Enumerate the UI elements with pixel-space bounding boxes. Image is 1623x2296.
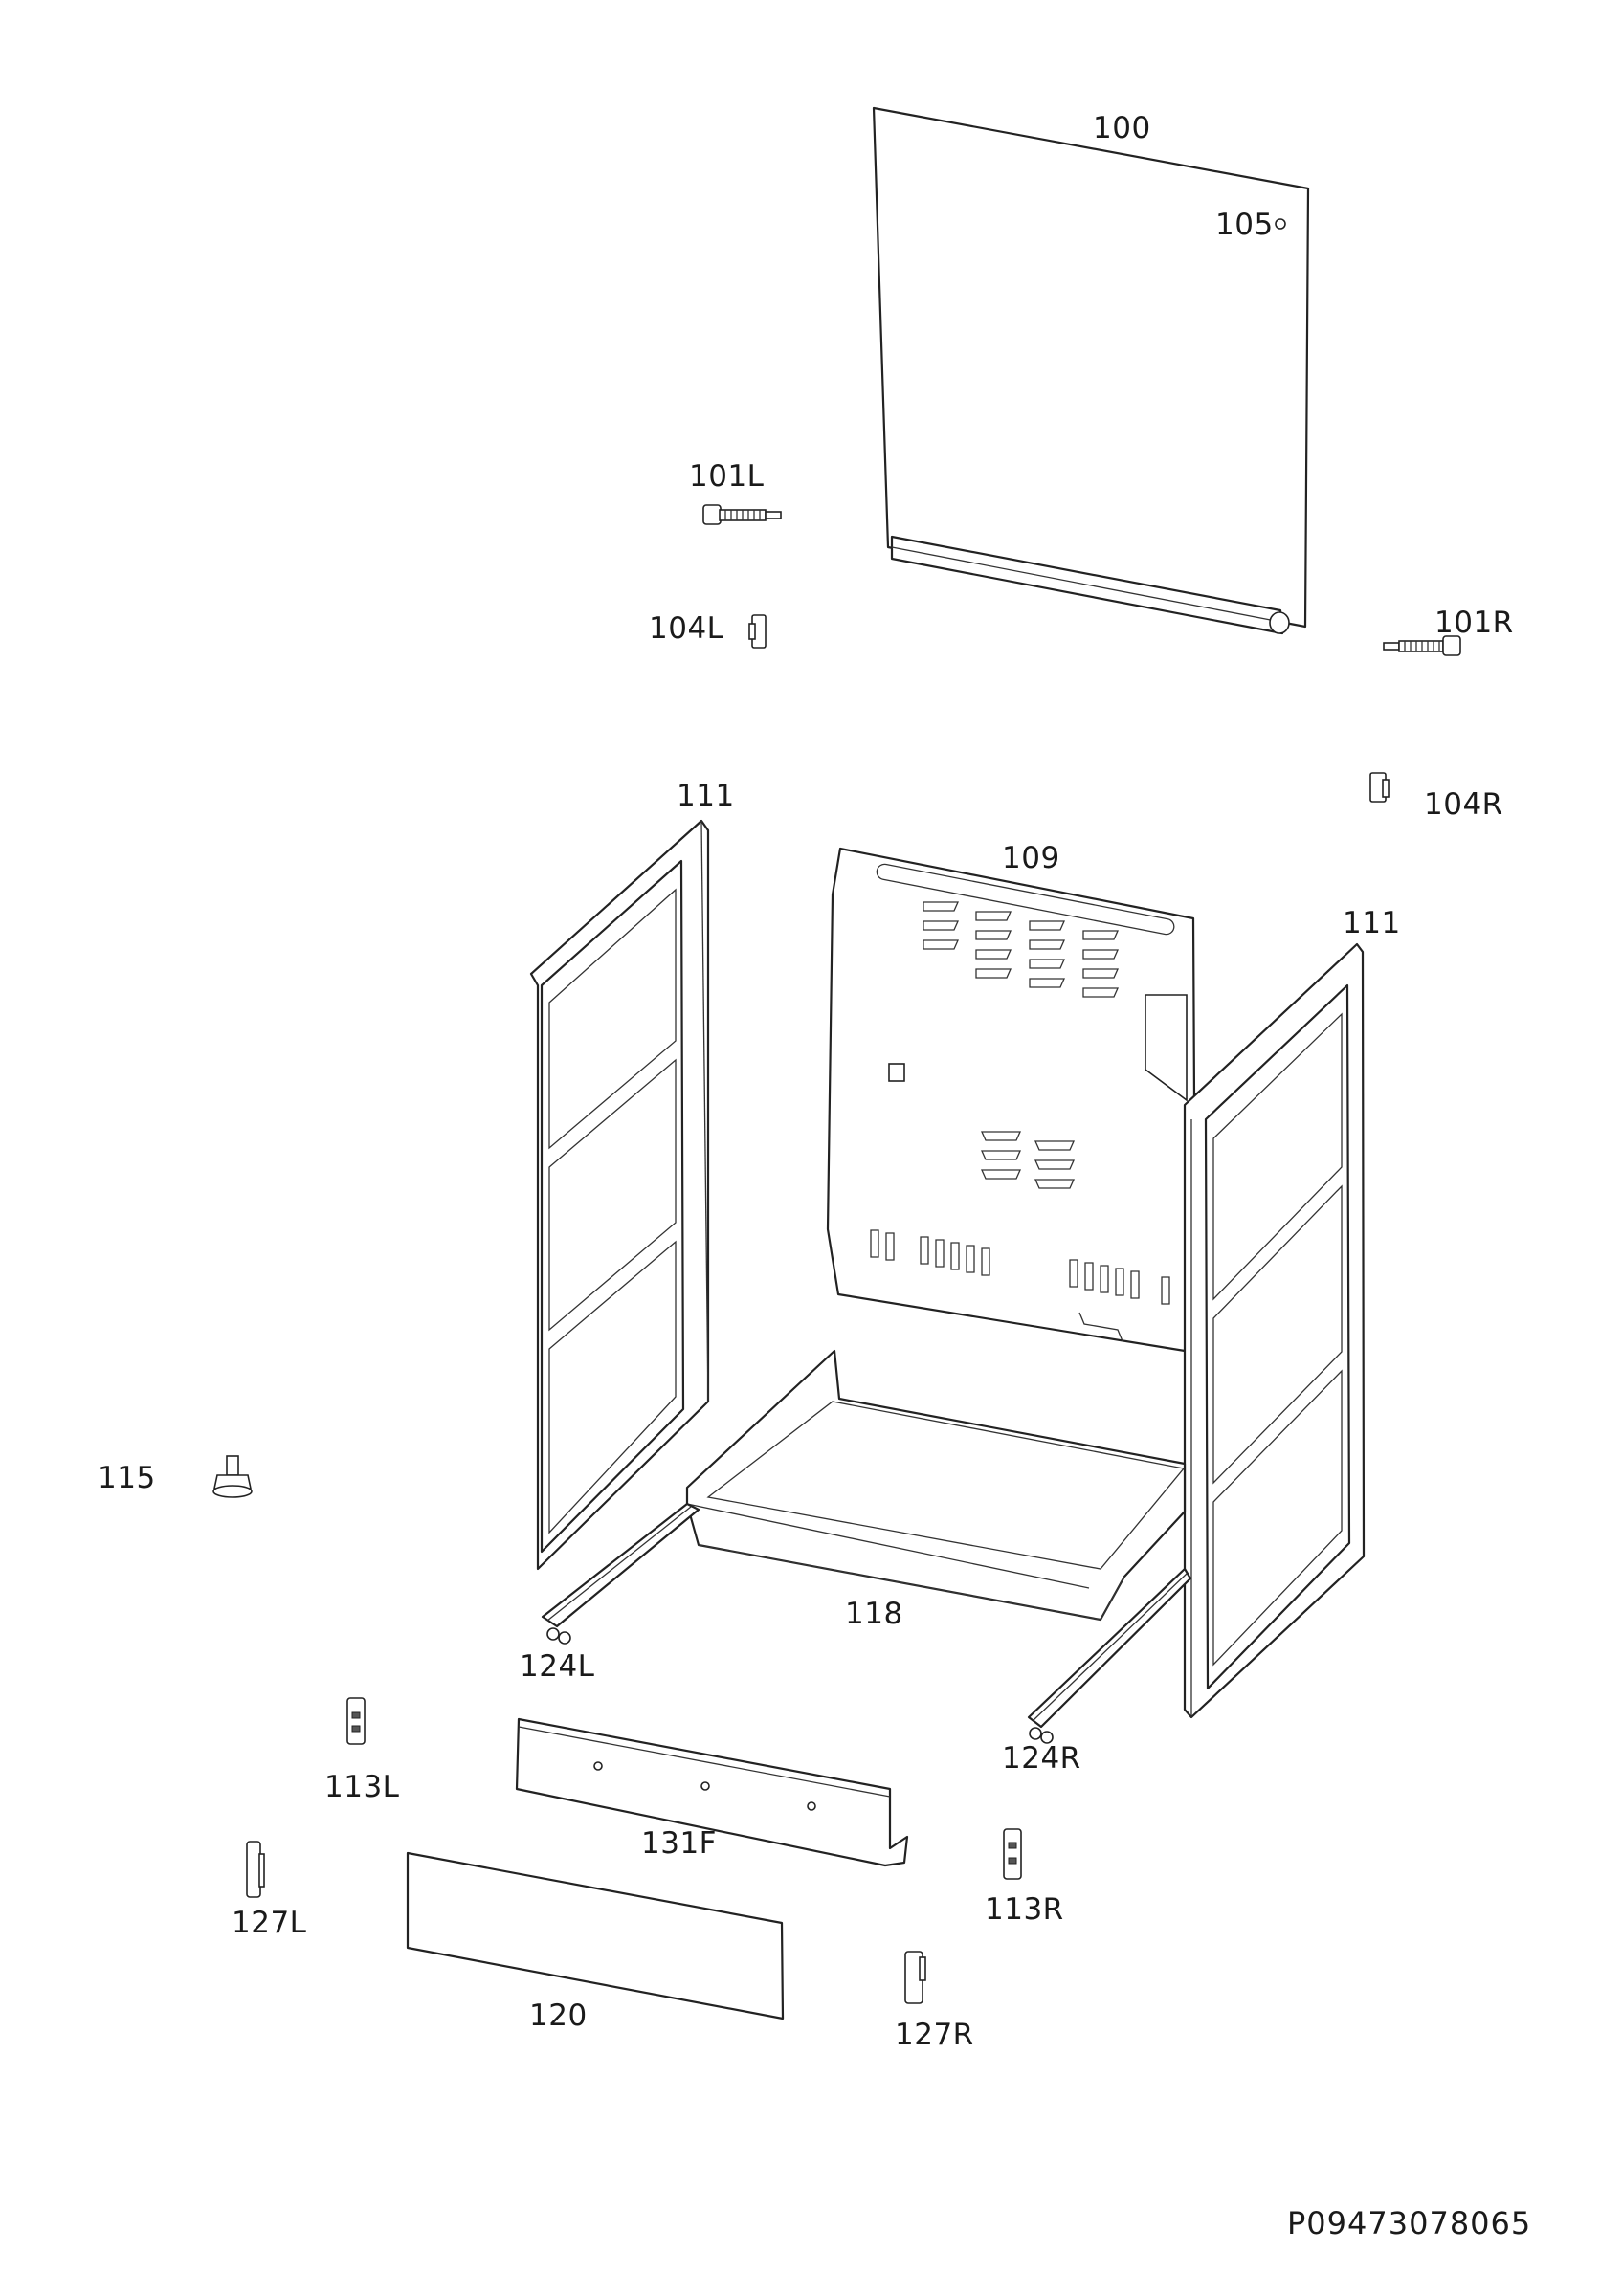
label-part-100: 100 — [1093, 111, 1151, 145]
part-109-vent-slots-lower — [870, 1229, 1170, 1305]
part-104L-clip — [748, 614, 767, 649]
label-part-105: 105 — [1215, 208, 1274, 242]
part-127R-end-cap — [904, 1951, 926, 2004]
part-113L-bracket — [346, 1697, 366, 1745]
label-part-127L: 127L — [232, 1906, 307, 1940]
label-part-104L: 104L — [649, 611, 724, 646]
part-131F-front-crossbar — [515, 1717, 909, 1867]
label-part-109: 109 — [1002, 841, 1060, 875]
part-105-hole — [1275, 218, 1286, 230]
label-part-101L: 101L — [689, 459, 765, 494]
part-111-right-side-panel — [1183, 942, 1366, 1719]
part-124L-slide-rail — [541, 1502, 700, 1645]
part-111-left-side-panel — [529, 819, 710, 1571]
label-part-113R: 113R — [985, 1892, 1064, 1927]
part-120-drawer-front — [406, 1851, 785, 2020]
part-109-vent-slots-middle — [980, 1131, 1076, 1189]
label-part-127R: 127R — [895, 2018, 974, 2052]
label-part-111-left: 111 — [677, 779, 735, 813]
label-part-104R: 104R — [1424, 787, 1503, 822]
label-part-111-right: 111 — [1343, 906, 1401, 940]
label-part-113L: 113L — [324, 1770, 400, 1804]
label-part-131F: 131F — [641, 1826, 718, 1861]
part-100-back-panel — [872, 106, 1310, 635]
document-number: P09473078065 — [1287, 2205, 1532, 2241]
part-104R-clip — [1369, 772, 1390, 803]
part-118-bottom-tray — [685, 1349, 1187, 1622]
label-part-120: 120 — [529, 1998, 588, 2033]
label-part-124L: 124L — [520, 1649, 595, 1684]
part-101L-spring-bolt — [702, 504, 782, 525]
label-part-101R: 101R — [1434, 606, 1514, 640]
part-113R-bracket — [1003, 1828, 1022, 1880]
part-109-rear-wall — [826, 847, 1196, 1353]
part-109-vent-slots-upper — [923, 901, 1120, 998]
label-part-124R: 124R — [1002, 1741, 1081, 1776]
part-124R-slide-rail — [1027, 1567, 1192, 1744]
part-115-foot — [212, 1455, 253, 1498]
label-part-118: 118 — [845, 1597, 903, 1631]
label-part-115: 115 — [98, 1461, 156, 1495]
part-101R-spring-bolt — [1383, 635, 1461, 656]
part-127L-end-cap — [246, 1841, 265, 1898]
